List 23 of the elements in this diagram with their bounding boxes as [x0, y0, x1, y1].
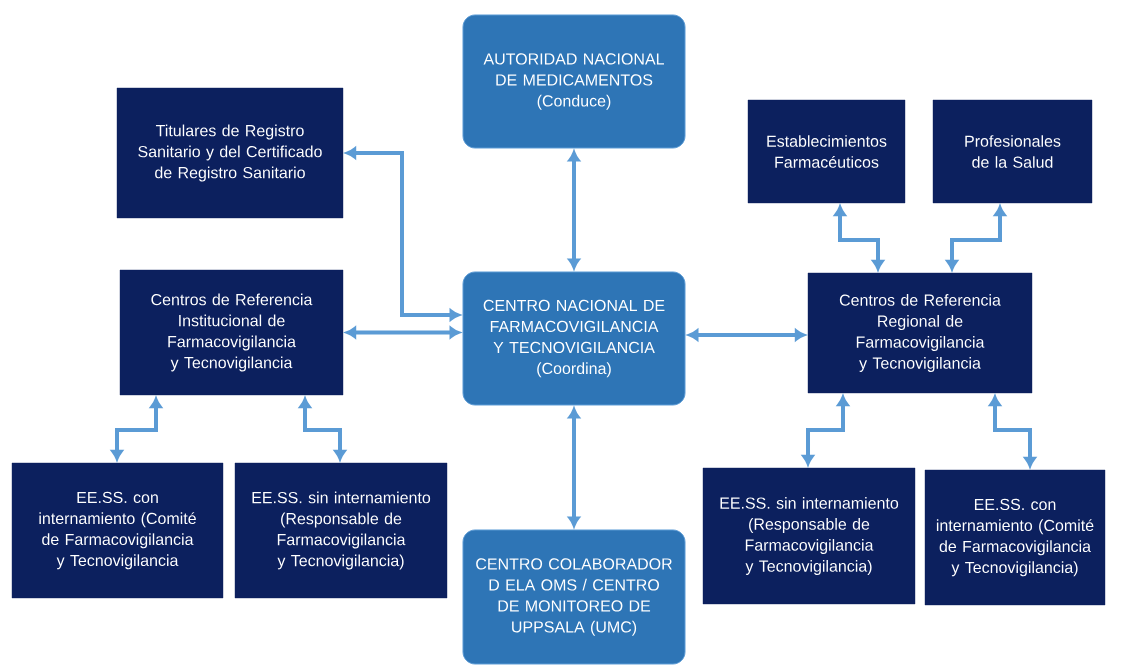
arrow: [345, 147, 461, 321]
arrow: [568, 407, 580, 528]
arrow: [834, 205, 884, 271]
rounded-box: CENTRO COLABORADOR D ELA OMS / CENTRO DE MONITOREO DE UPPSALA (UMC): [462, 529, 686, 665]
rounded-box: AUTORIDAD NACIONAL DE MEDICAMENTOS (Conduce): [462, 14, 686, 149]
process-box: Titulares de Registro Sanitario y del Certificado de Registro Sanitario: [116, 87, 344, 219]
process-box: Establecimientos Farmacéuticos: [747, 99, 906, 204]
process-box: Profesionales de la Salud: [932, 99, 1093, 204]
process-box: EE.SS. con internamiento (Comité de Farmacovigilancia y Tecnovigilancia: [11, 462, 224, 599]
process-box: EE.SS. con internamiento (Comité de Farmacovigilancia y Tecnovigilancia): [924, 469, 1106, 606]
arrow: [568, 150, 580, 270]
arrow: [345, 326, 461, 339]
process-box: EE.SS. sin internamiento (Responsable de Farmacovigilancia y Tecnovigilancia): [702, 467, 916, 605]
process-box: Centros de Referencia Regional de Farmacovigilancia y Tecnovigilancia: [807, 272, 1033, 394]
arrow: [989, 395, 1036, 468]
arrow: [299, 397, 346, 461]
arrow: [802, 395, 849, 466]
process-box: Centros de Referencia Institucional de Farmacovigilancia y Tecnovigilancia: [119, 269, 344, 396]
rounded-box: CENTRO NACIONAL DE FARMACOVIGILANCIA Y TECNOVIGILANCIA (Coordina): [462, 271, 686, 406]
process-box: EE.SS. sin internamiento (Responsable de Farmacovigilancia y Tecnovigilancia): [234, 462, 448, 599]
arrow: [687, 329, 806, 341]
arrow: [111, 397, 162, 461]
arrow: [946, 205, 1006, 271]
